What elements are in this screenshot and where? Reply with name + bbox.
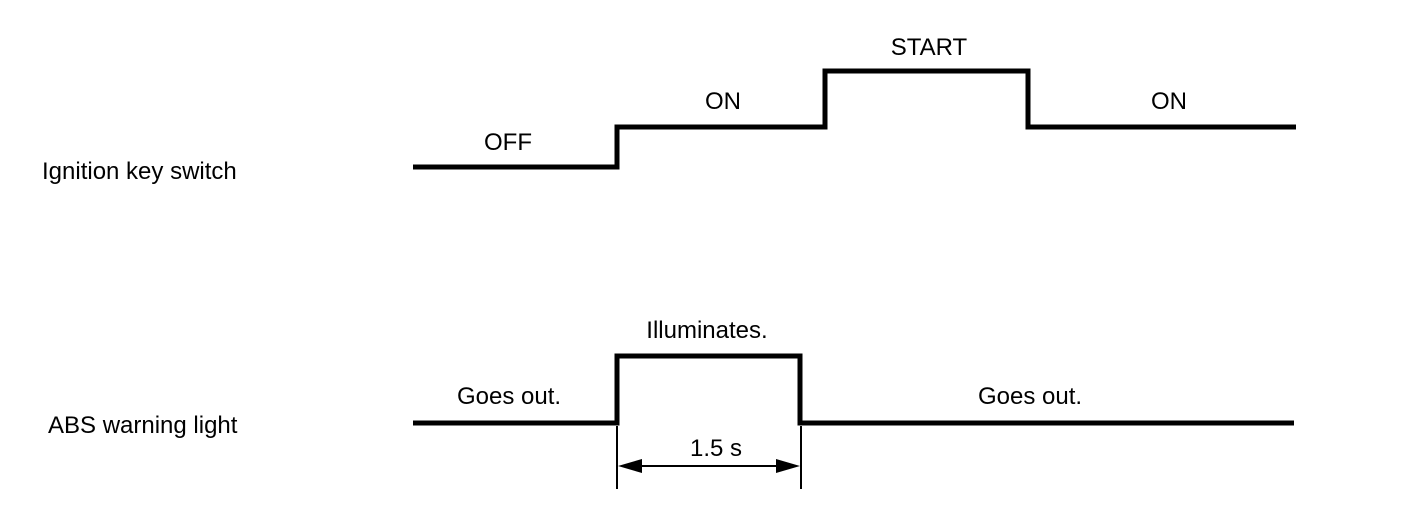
ignition-state-start: START: [891, 34, 968, 61]
ignition-state-on-1: ON: [705, 88, 741, 115]
ignition-row-label: Ignition key switch: [42, 158, 237, 185]
abs-row-label: ABS warning light: [48, 412, 238, 439]
ignition-state-on-2: ON: [1151, 88, 1187, 115]
ignition-waveform: [413, 68, 1296, 170]
abs-state-illuminates: Illuminates.: [646, 317, 767, 344]
ignition-state-off: OFF: [484, 129, 532, 156]
duration-label: 1.5 s: [690, 435, 742, 462]
duration-arrow-left: [618, 459, 642, 473]
abs-state-goes-out-1: Goes out.: [457, 383, 561, 410]
abs-waveform: [413, 353, 1294, 426]
abs-state-goes-out-2: Goes out.: [978, 383, 1082, 410]
duration-arrow-right: [776, 459, 800, 473]
